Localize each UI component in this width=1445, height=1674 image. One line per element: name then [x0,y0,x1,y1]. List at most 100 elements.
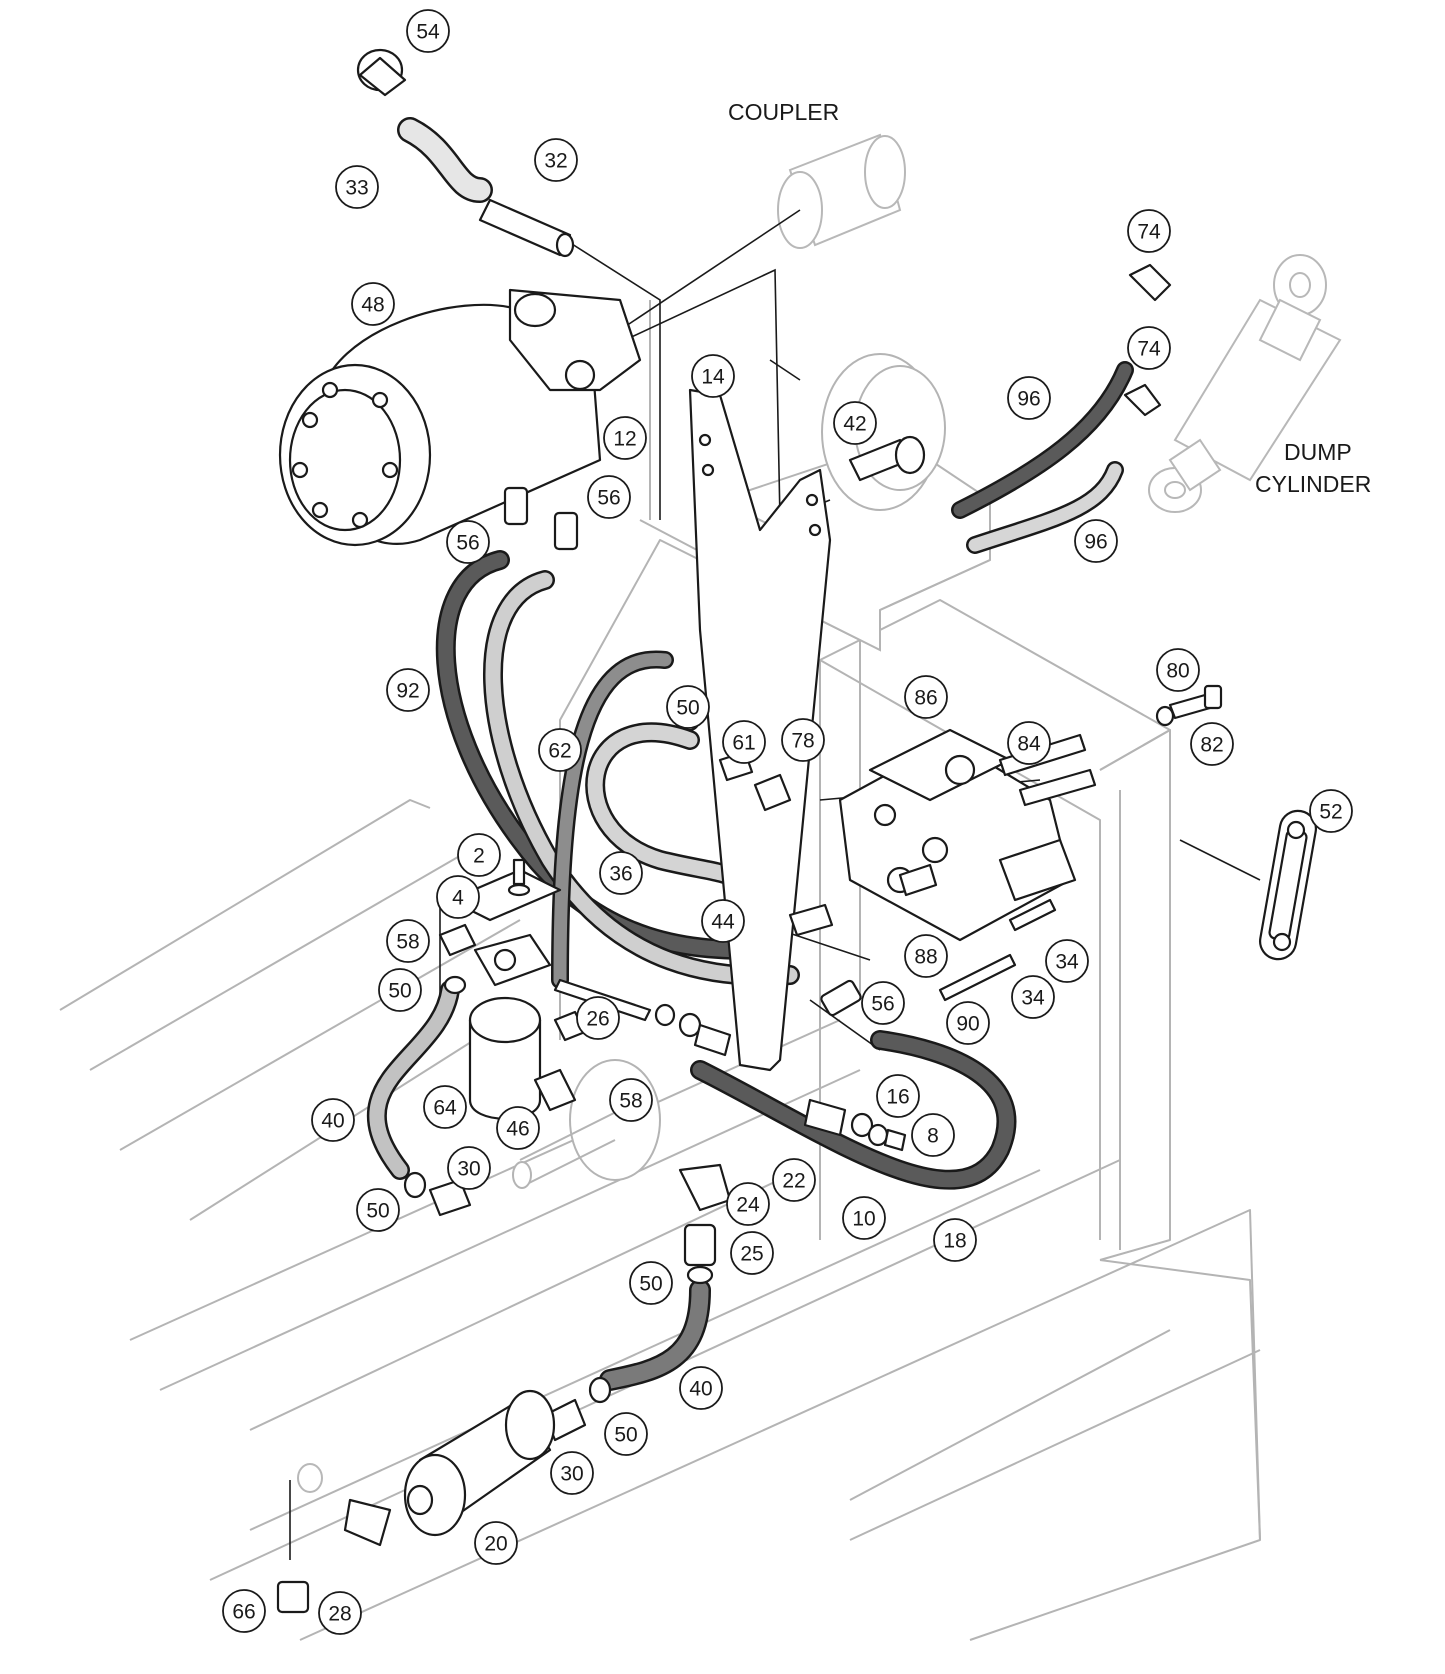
callout-40: 40 [311,1098,355,1142]
callout-50: 50 [356,1188,400,1232]
callout-circle [550,1451,594,1495]
callout-number: 48 [361,294,384,317]
callout-number: 46 [506,1118,529,1141]
callout-circle [496,1106,540,1150]
callout-number: 32 [544,150,567,173]
callout-circle [406,9,450,53]
callout-circle [666,685,710,729]
callout-circle [538,728,582,772]
callout-number: 30 [560,1463,583,1486]
callout-number: 36 [609,863,632,886]
callout-80: 80 [1156,648,1200,692]
callout-circle [933,1218,977,1262]
callout-number: 50 [388,980,411,1003]
callout-circle [679,1366,723,1410]
callout-22: 22 [772,1158,816,1202]
callout-50: 50 [629,1261,673,1305]
callout-number: 74 [1137,221,1161,244]
callout-circle [351,282,395,326]
callout-number: 56 [456,532,479,555]
callout-number: 86 [914,687,937,710]
callout-25: 25 [730,1231,774,1275]
callout-64: 64 [423,1085,467,1129]
callout-circle [1045,939,1089,983]
callout-90: 90 [946,1001,990,1045]
callout-number: 16 [886,1086,909,1109]
callout-number: 96 [1084,531,1107,554]
callout-number: 82 [1200,734,1223,757]
callout-82: 82 [1190,722,1234,766]
callout-62: 62 [538,728,582,772]
callout-circle [423,1085,467,1129]
callout-number: 40 [321,1110,344,1133]
callout-number: 66 [232,1601,255,1624]
callout-circle [904,934,948,978]
callout-circle [1007,721,1051,765]
callout-circle [1127,209,1171,253]
callout-circle [1074,519,1118,563]
callout-number: 56 [871,993,894,1016]
callout-number: 50 [676,697,699,720]
callout-number: 92 [396,680,419,703]
callout-58: 58 [386,919,430,963]
callout-circle [356,1188,400,1232]
callout-circle [781,718,825,762]
callout-12: 12 [603,416,647,460]
callout-number: 22 [782,1170,805,1193]
callout-number: 52 [1319,801,1342,824]
callout-30: 30 [550,1451,594,1495]
callout-28: 28 [318,1591,362,1635]
callout-circle [311,1098,355,1142]
dump-cylinder-label-line2: CYLINDER [1255,471,1371,497]
callout-number: 78 [791,730,814,753]
callout-number: 30 [457,1158,480,1181]
callout-88: 88 [904,934,948,978]
callout-2: 2 [457,833,501,877]
callout-number: 34 [1021,987,1045,1010]
callout-36: 36 [599,851,643,895]
callout-61: 61 [722,720,766,764]
callout-circle [604,1412,648,1456]
callout-circle [1309,789,1353,833]
callout-number: 14 [701,366,725,389]
callout-92: 92 [386,668,430,712]
callout-circle [772,1158,816,1202]
callout-number: 20 [484,1533,507,1556]
callout-number: 4 [452,887,464,910]
callout-number: 26 [586,1008,609,1031]
callout-circle [446,520,490,564]
callout-4: 4 [436,875,480,919]
callout-circle [378,968,422,1012]
callout-18: 18 [933,1218,977,1262]
callout-48: 48 [351,282,395,326]
callout-circle [1011,975,1055,1019]
callout-circle [833,401,877,445]
callout-30: 30 [447,1146,491,1190]
callout-54: 54 [406,9,450,53]
callout-24: 24 [726,1182,770,1226]
coupler-label: COUPLER [728,99,839,125]
callout-34: 34 [1011,975,1055,1019]
callout-33: 33 [335,165,379,209]
callout-84: 84 [1007,721,1051,765]
callout-10: 10 [842,1196,886,1240]
callout-circle [691,354,735,398]
callout-96: 96 [1074,519,1118,563]
callout-50: 50 [378,968,422,1012]
callout-number: 96 [1017,388,1040,411]
callout-number: 62 [548,740,571,763]
callout-circle [603,416,647,460]
callout-42: 42 [833,401,877,445]
callout-66: 66 [222,1589,266,1633]
callout-58: 58 [609,1078,653,1122]
callout-46: 46 [496,1106,540,1150]
callout-circle [1007,376,1051,420]
callout-circle [318,1591,362,1635]
callout-circle [386,919,430,963]
callout-78: 78 [781,718,825,762]
callout-circle [1127,326,1171,370]
callout-number: 44 [711,911,735,934]
callout-number: 58 [619,1090,642,1113]
